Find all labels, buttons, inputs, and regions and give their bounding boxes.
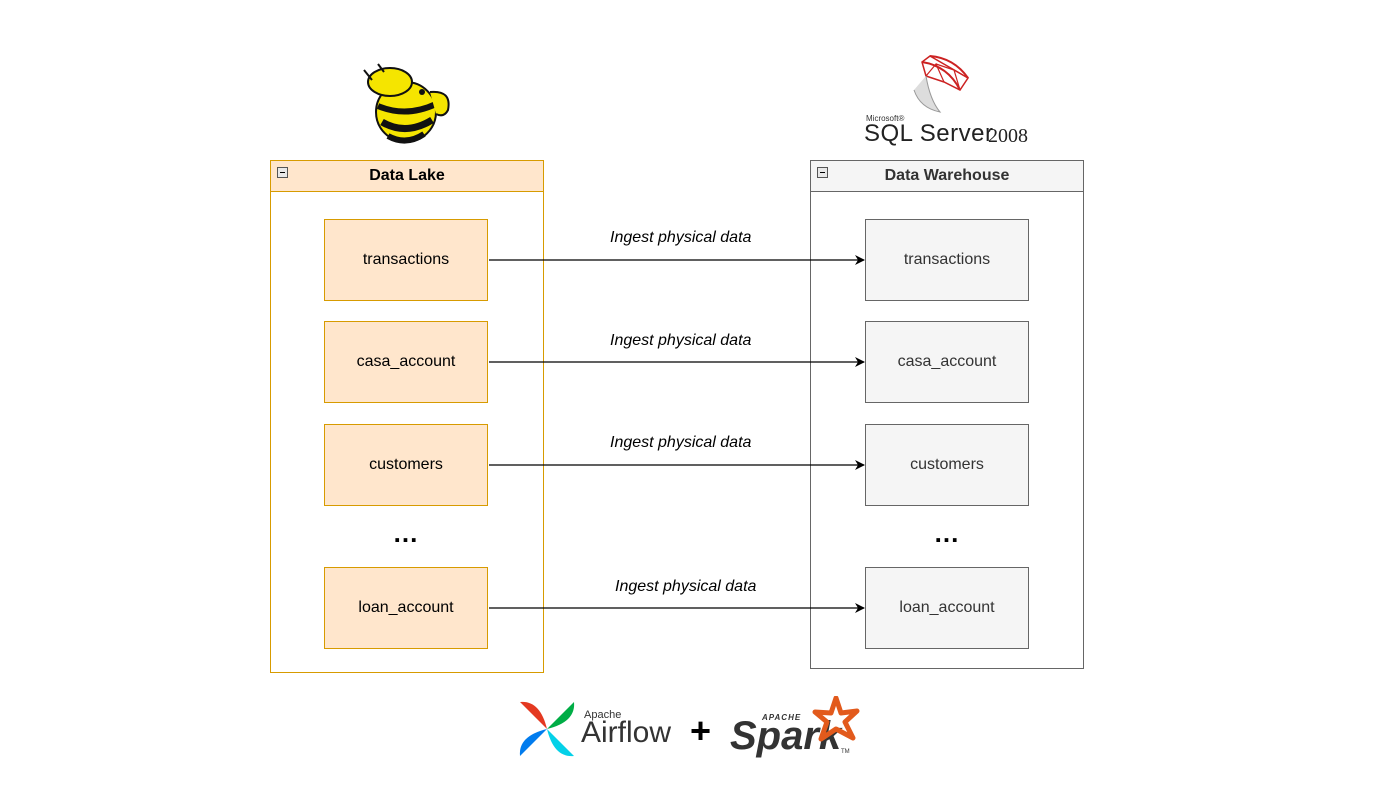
airflow-pinwheel-icon [519,701,575,757]
lake-table-casa-account[interactable]: casa_account [324,321,488,403]
warehouse-ellipsis: ... [934,518,960,548]
warehouse-table-transactions[interactable]: transactions [865,219,1029,301]
lake-table-loan-account[interactable]: loan_account [324,567,488,649]
warehouse-table-loan-account[interactable]: loan_account [865,567,1029,649]
lake-table-customers[interactable]: customers [324,424,488,506]
collapse-icon[interactable] [817,167,828,178]
sql-server-brand: Microsoft® [866,114,905,123]
sql-server-year: 2008 [988,125,1028,147]
edge-label-transactions: Ingest physical data [610,229,752,246]
edge-label-loan-account: Ingest physical data [615,578,757,595]
data-warehouse-title: Data Warehouse [884,167,1010,184]
sql-server-name: SQL Server [864,120,994,147]
airflow-apache-label: Apache [584,709,622,721]
data-warehouse-header: Data Warehouse [811,161,1083,192]
lake-ellipsis: ... [393,518,419,548]
edge-label-casa-account: Ingest physical data [610,332,752,349]
data-lake-container: Data Lake [270,160,544,673]
edge-label-customers: Ingest physical data [610,434,752,451]
data-lake-title: Data Lake [369,167,445,184]
spark-apache-label: APACHE [762,713,802,722]
lake-table-transactions[interactable]: transactions [324,219,488,301]
hive-logo-icon [363,63,450,144]
warehouse-table-customers[interactable]: customers [865,424,1029,506]
spark-star-icon [812,696,860,742]
plus-sign: + [690,710,712,751]
collapse-icon[interactable] [277,167,288,178]
sql-server-logo-icon [913,55,970,113]
data-lake-header: Data Lake [271,161,543,192]
airflow-name: Airflow [581,716,672,749]
warehouse-table-casa-account[interactable]: casa_account [865,321,1029,403]
spark-trademark: TM [841,749,850,755]
